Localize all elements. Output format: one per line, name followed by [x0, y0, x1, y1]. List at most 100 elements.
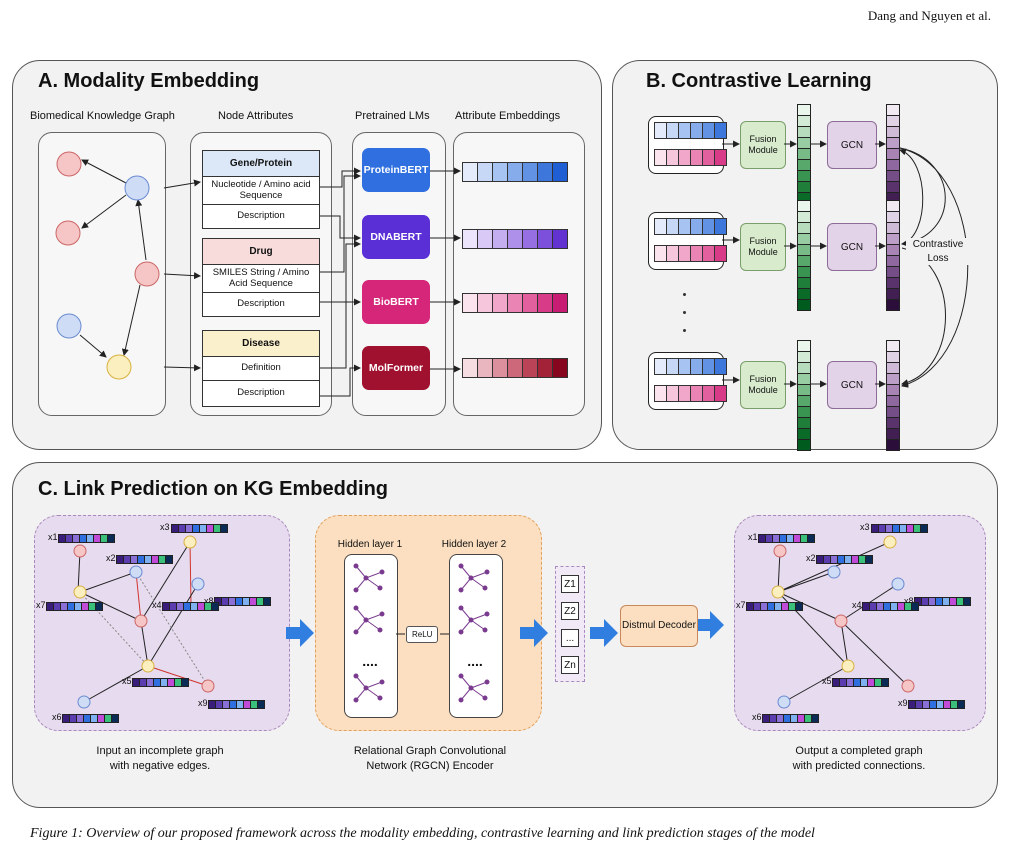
vector-cell: [798, 223, 810, 234]
hidden-layer-1-label: Hidden layer 1: [337, 539, 403, 550]
feature-cell: [817, 556, 824, 563]
bar-cell: [703, 123, 715, 138]
kg-node-blue-2: [56, 313, 82, 339]
vector-cell: [798, 212, 810, 223]
attr-gene-protein-desc: Description: [202, 205, 320, 229]
feature-cell: [198, 603, 205, 610]
feature-cell: [264, 598, 270, 605]
col-label-embeddings: Attribute Embeddings: [455, 110, 561, 122]
bar-cell: [679, 386, 691, 401]
feature-cell: [761, 603, 768, 610]
pink-bar-3: [654, 385, 727, 402]
embedding-cell: [478, 163, 493, 181]
latent-z2: Z2: [561, 602, 579, 620]
input-node-v4: [134, 614, 148, 628]
feature-cell: [244, 701, 251, 708]
vector-cell: [798, 201, 810, 212]
bar-cell: [703, 386, 715, 401]
feature-cell: [794, 535, 801, 542]
feature-cell: [754, 603, 761, 610]
feature-cell: [798, 715, 805, 722]
vector-cell: [887, 256, 899, 267]
feature-cell: [840, 679, 847, 686]
vector-cell: [798, 105, 810, 116]
embedding-cell: [463, 294, 478, 312]
feature-bar: [58, 534, 115, 543]
feature-cell: [805, 715, 812, 722]
feature-cell: [863, 603, 870, 610]
bar-cell: [703, 359, 715, 374]
bar-cell: [703, 219, 715, 234]
ellipsis-dot: [683, 293, 686, 296]
attr-gene-protein-head: Gene/Protein: [202, 150, 320, 177]
vector-cell: [798, 245, 810, 256]
feature-cell: [912, 603, 918, 610]
xlabel-x3: x3: [860, 522, 870, 532]
embedding-cell: [508, 294, 523, 312]
feature-cell: [63, 715, 70, 722]
gcn-3: GCN: [827, 361, 877, 409]
header-authors: Dang and Nguyen et al.: [867, 8, 991, 23]
embedding-cell: [508, 163, 523, 181]
caption-encoder-line1: Relational Graph Convolutional: [353, 745, 507, 757]
feature-bar: [116, 555, 173, 564]
vector-cell: [887, 341, 899, 352]
feature-cell: [884, 603, 891, 610]
feature-cell: [133, 679, 140, 686]
feature-cell: [73, 535, 80, 542]
vector-cell: [887, 127, 899, 138]
feature-cell: [193, 525, 200, 532]
feature-cell: [957, 598, 964, 605]
xlabel-x5: x5: [122, 676, 132, 686]
embedding-cell: [553, 163, 567, 181]
feature-cell: [175, 679, 182, 686]
feature-bar: [132, 678, 189, 687]
feature-bar: [208, 700, 265, 709]
bar-cell: [667, 359, 679, 374]
feature-cell: [205, 603, 212, 610]
output-node-v3: [883, 535, 897, 549]
feature-cell: [223, 701, 230, 708]
embedding-cell: [553, 359, 567, 377]
kg-node-red-2: [55, 220, 81, 246]
embedding-cell: [523, 359, 538, 377]
feature-cell: [879, 525, 886, 532]
bar-cell: [667, 386, 679, 401]
input-node-v3: [183, 535, 197, 549]
feature-cell: [922, 598, 929, 605]
bar-cell: [667, 246, 679, 261]
vector-cell: [798, 396, 810, 407]
feature-cell: [777, 715, 784, 722]
latent-z1: Z1: [561, 575, 579, 593]
distmul-decoder: Distmul Decoder: [620, 605, 698, 647]
feature-cell: [75, 603, 82, 610]
feature-cell: [775, 603, 782, 610]
feature-cell: [229, 598, 236, 605]
embedding-cell: [478, 359, 493, 377]
embedding-cell: [523, 230, 538, 248]
bar-cell: [691, 150, 703, 165]
vector-cell: [887, 374, 899, 385]
panel-c-title: C. Link Prediction on KG Embedding: [38, 478, 389, 500]
feature-cell: [243, 598, 250, 605]
feature-cell: [859, 556, 866, 563]
vector-cell: [798, 289, 810, 300]
feature-cell: [87, 535, 94, 542]
feature-cell: [216, 701, 223, 708]
feature-cell: [861, 679, 868, 686]
feature-cell: [147, 679, 154, 686]
embedding-cell: [508, 230, 523, 248]
vector-cell: [798, 256, 810, 267]
bar-cell: [679, 359, 691, 374]
hidden-layer-1-ellipsis: ....: [362, 653, 378, 669]
feature-bar: [62, 714, 119, 723]
vector-cell: [798, 116, 810, 127]
vector-cell: [798, 138, 810, 149]
embedding-cell: [538, 294, 553, 312]
ellipsis-dot: [683, 329, 686, 332]
feature-cell: [770, 715, 777, 722]
kg-node-red-1: [56, 151, 82, 177]
feature-cell: [780, 535, 787, 542]
feature-cell: [937, 701, 944, 708]
embedding-bar-dna: [462, 229, 568, 249]
